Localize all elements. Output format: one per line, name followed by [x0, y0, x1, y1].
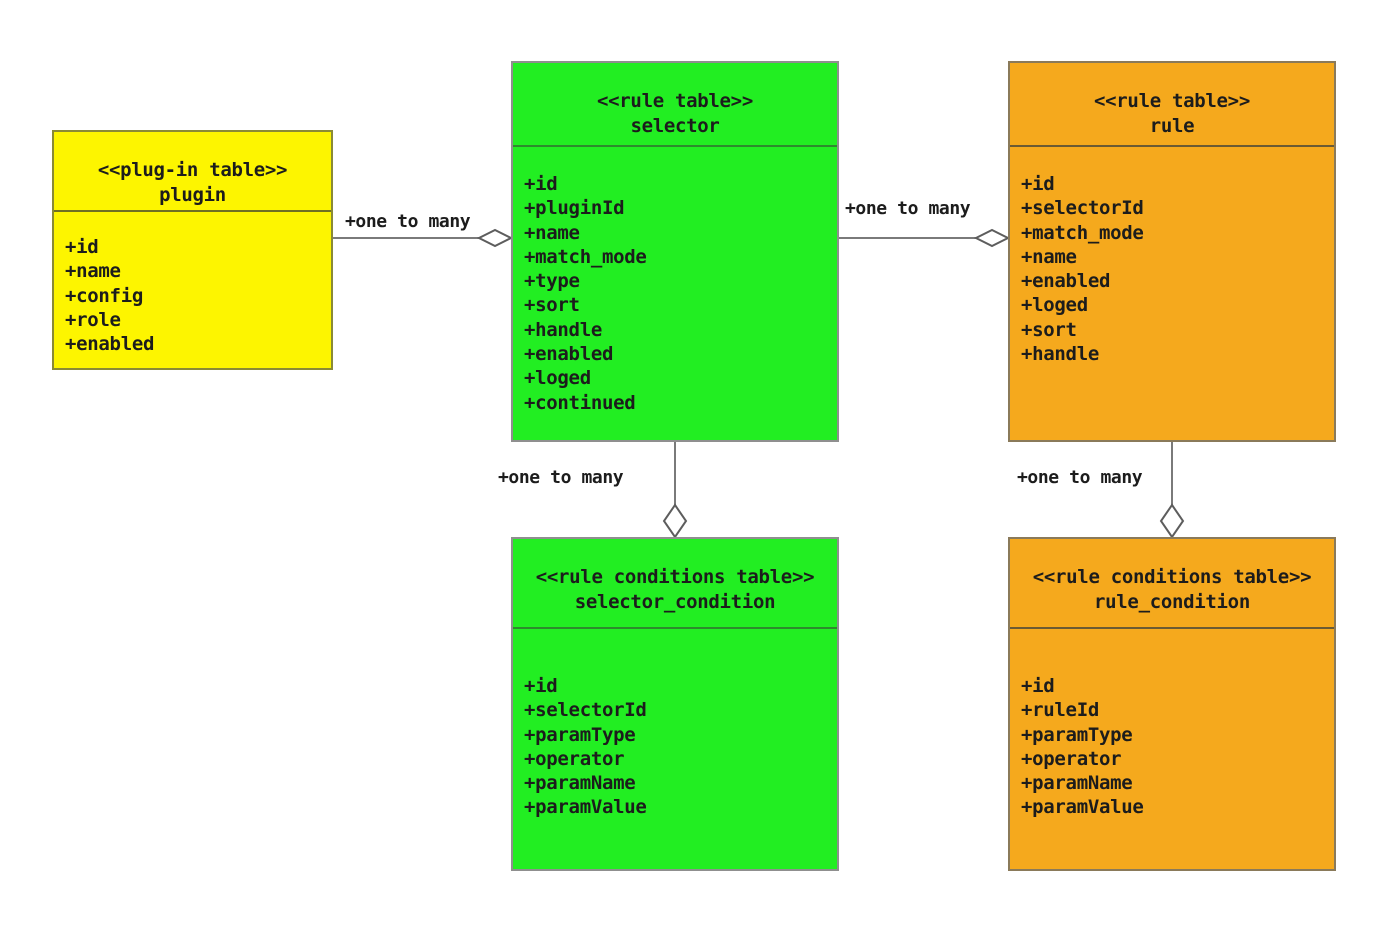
class-attribute: +loged [1021, 294, 1088, 317]
class-attribute: +sort [1021, 318, 1077, 341]
class-attribute: +name [524, 221, 580, 244]
class-attribute: +id [1021, 173, 1055, 195]
class-name: selector [630, 115, 720, 137]
class-attribute: +id [524, 675, 558, 697]
class-attributes-selector: +id +pluginId +name +match_mode +type +s… [513, 147, 837, 440]
class-attribute: +enabled [65, 333, 155, 356]
class-header-selector-condition: <<rule conditions table>> selector_condi… [513, 539, 837, 629]
class-attribute: +selectorId [524, 699, 647, 722]
class-attribute: +paramValue [1021, 796, 1144, 819]
class-name: rule [1149, 115, 1195, 137]
class-attribute: +sort [524, 294, 580, 317]
class-box-selector-condition[interactable]: <<rule conditions table>> selector_condi… [511, 537, 839, 871]
class-stereotype: <<rule conditions table>> [535, 566, 815, 588]
edge-label-selector-rule: +one to many [845, 198, 971, 219]
hollow-diamond-icon [476, 228, 514, 248]
class-attribute: +pluginId [524, 197, 625, 220]
class-stereotype: <<rule table>> [597, 90, 753, 112]
class-attribute: +name [65, 260, 121, 283]
class-header-selector: <<rule table>> selector [513, 63, 837, 147]
class-name: selector_condition [574, 591, 776, 613]
class-name: plugin [159, 184, 226, 206]
class-attributes-plugin: +id +name +config +role +enabled [54, 212, 331, 368]
edge-label-rule-rule-condition: +one to many [1017, 467, 1143, 488]
class-header-rule-condition: <<rule conditions table>> rule_condition [1010, 539, 1334, 629]
class-attribute: +id [524, 173, 558, 195]
class-attribute: +id [1021, 675, 1055, 697]
class-attributes-rule-condition: +id +ruleId +paramType +operator +paramN… [1010, 629, 1334, 869]
class-box-rule-condition[interactable]: <<rule conditions table>> rule_condition… [1008, 537, 1336, 871]
class-header-plugin: <<plug-in table>> plugin [54, 132, 331, 212]
class-attribute: +handle [524, 318, 602, 341]
class-header-rule: <<rule table>> rule [1010, 63, 1334, 147]
class-stereotype: <<plug-in table>> [97, 159, 288, 181]
class-box-plugin[interactable]: <<plug-in table>> plugin +id +name +conf… [52, 130, 333, 370]
class-attribute: +enabled [1021, 270, 1111, 293]
class-attribute: +paramName [1021, 772, 1133, 795]
class-stereotype: <<rule conditions table>> [1032, 566, 1312, 588]
class-attribute: +type [524, 270, 580, 293]
class-attribute: +id [65, 236, 99, 258]
edge-label-selector-selector-condition: +one to many [498, 467, 624, 488]
edge-selector-to-selector-condition [662, 442, 688, 539]
class-attribute: +ruleId [1021, 699, 1099, 722]
hollow-diamond-icon [662, 503, 688, 539]
class-attribute: +continued [524, 391, 636, 414]
class-attributes-selector-condition: +id +selectorId +paramType +operator +pa… [513, 629, 837, 869]
class-attribute: +match_mode [1021, 221, 1144, 244]
hollow-diamond-icon [973, 228, 1011, 248]
edge-plugin-to-selector [333, 228, 514, 248]
class-attribute: +operator [524, 747, 625, 770]
class-attribute: +config [65, 284, 143, 307]
class-name: rule_condition [1094, 591, 1250, 613]
class-stereotype: <<rule table>> [1094, 90, 1250, 112]
class-attribute: +role [65, 308, 121, 331]
class-attribute: +selectorId [1021, 197, 1144, 220]
edge-selector-to-rule [839, 228, 1011, 248]
hollow-diamond-icon [1159, 503, 1185, 539]
class-attribute: +match_mode [524, 245, 647, 268]
class-attribute: +handle [1021, 343, 1099, 366]
class-attribute: +paramName [524, 772, 636, 795]
class-attribute: +name [1021, 245, 1077, 268]
class-attributes-rule: +id +selectorId +match_mode +name +enabl… [1010, 147, 1334, 440]
edge-rule-to-rule-condition [1159, 442, 1185, 539]
class-attribute: +paramType [1021, 723, 1133, 746]
class-box-selector[interactable]: <<rule table>> selector +id +pluginId +n… [511, 61, 839, 442]
class-attribute: +operator [1021, 747, 1122, 770]
class-attribute: +paramValue [524, 796, 647, 819]
class-attribute: +paramType [524, 723, 636, 746]
class-box-rule[interactable]: <<rule table>> rule +id +selectorId +mat… [1008, 61, 1336, 442]
edge-label-plugin-selector: +one to many [345, 211, 471, 232]
class-attribute: +enabled [524, 343, 614, 366]
class-attribute: +loged [524, 367, 591, 390]
